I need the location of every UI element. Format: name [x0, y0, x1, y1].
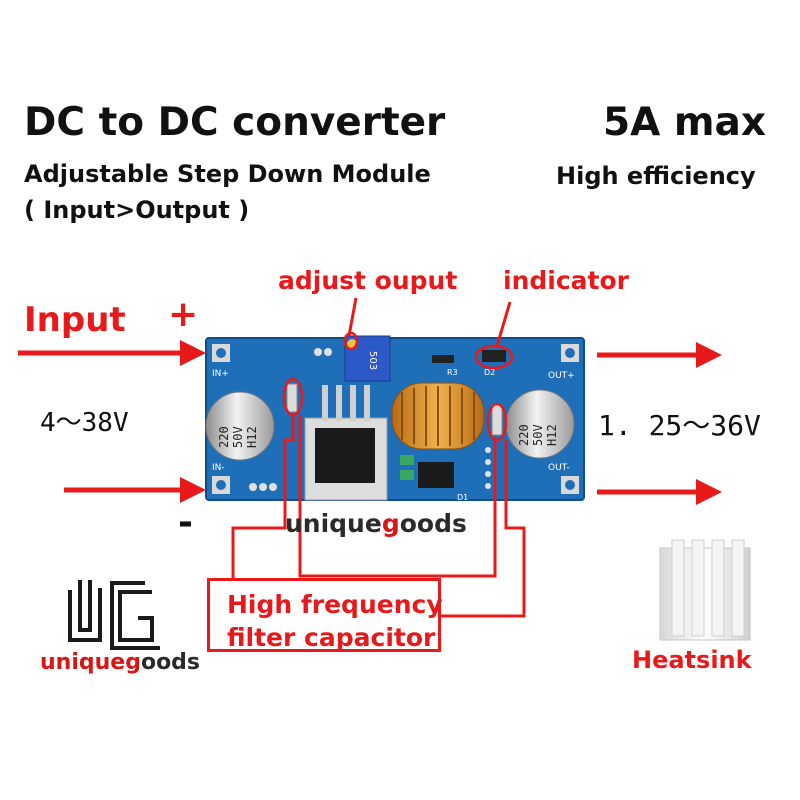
- indicator-highlight: [474, 344, 514, 370]
- cap-left-line1: 220: [217, 426, 231, 448]
- cap-left-line3: H12: [245, 426, 259, 448]
- logo-text-part3: oods: [140, 650, 201, 675]
- title: DC to DC converter: [24, 100, 446, 145]
- silk-in-minus: IN-: [212, 463, 225, 473]
- brand-logo-mark: [68, 580, 160, 650]
- output-minus-arrow: [597, 479, 722, 505]
- adjust-pointer: [347, 297, 358, 337]
- silk-d1: D1: [457, 493, 468, 502]
- filter-label-line2: filter capacitor: [227, 623, 436, 652]
- pcb-board: [205, 335, 585, 501]
- adjust-output-label: adjust ouput: [278, 266, 458, 295]
- cap-right-line1: 220: [517, 424, 531, 446]
- watermark-part2: g: [381, 509, 400, 538]
- indicator-label: indicator: [503, 266, 629, 295]
- cap-left-line2: 50V: [231, 426, 245, 448]
- minus-sign: -: [178, 502, 193, 543]
- silk-in-plus: IN+: [212, 369, 229, 379]
- subtitle-note: ( Input>Output ): [24, 196, 250, 224]
- filter-lead-1: [231, 415, 295, 580]
- filter-lead-2: [298, 415, 497, 578]
- watermark-logo-text: uniquegoods: [40, 650, 200, 675]
- pot-code: 503: [367, 351, 378, 370]
- input-plus-arrow: [18, 340, 206, 366]
- input-voltage-range: 4～38V: [40, 408, 129, 438]
- watermark-center: uniquegoods: [285, 509, 467, 538]
- heatsink-image: [659, 539, 751, 641]
- plus-sign: +: [168, 294, 199, 335]
- efficiency-label: High efficiency: [556, 162, 756, 190]
- watermark-part1: unique: [285, 509, 382, 538]
- cap-right-line2: 50V: [531, 424, 545, 446]
- heatsink-label: Heatsink: [632, 646, 752, 674]
- subtitle: Adjustable Step Down Module: [24, 160, 431, 188]
- indicator-pointer: [495, 301, 512, 347]
- output-plus-arrow: [597, 342, 722, 368]
- silk-out-plus: OUT+: [548, 371, 575, 381]
- silk-r3: R3: [447, 368, 458, 377]
- input-minus-arrow: [64, 477, 206, 503]
- logo-text-part1: unique: [40, 650, 126, 675]
- output-voltage-range: 1. 25～36V: [598, 409, 761, 442]
- logo-text-part2: g: [125, 650, 141, 675]
- filter-cap-right-highlight: [486, 402, 508, 442]
- filter-lead-3: [441, 440, 526, 618]
- input-label: Input: [24, 300, 126, 340]
- silk-out-minus: OUT-: [548, 463, 570, 473]
- filter-label-line1: High frequency: [227, 590, 443, 619]
- watermark-part3: oods: [399, 509, 467, 538]
- cap-right-line3: H12: [545, 424, 559, 446]
- filter-capacitor-box: [207, 578, 441, 652]
- silk-d2: D2: [484, 368, 495, 377]
- max-current: 5A max: [603, 100, 767, 145]
